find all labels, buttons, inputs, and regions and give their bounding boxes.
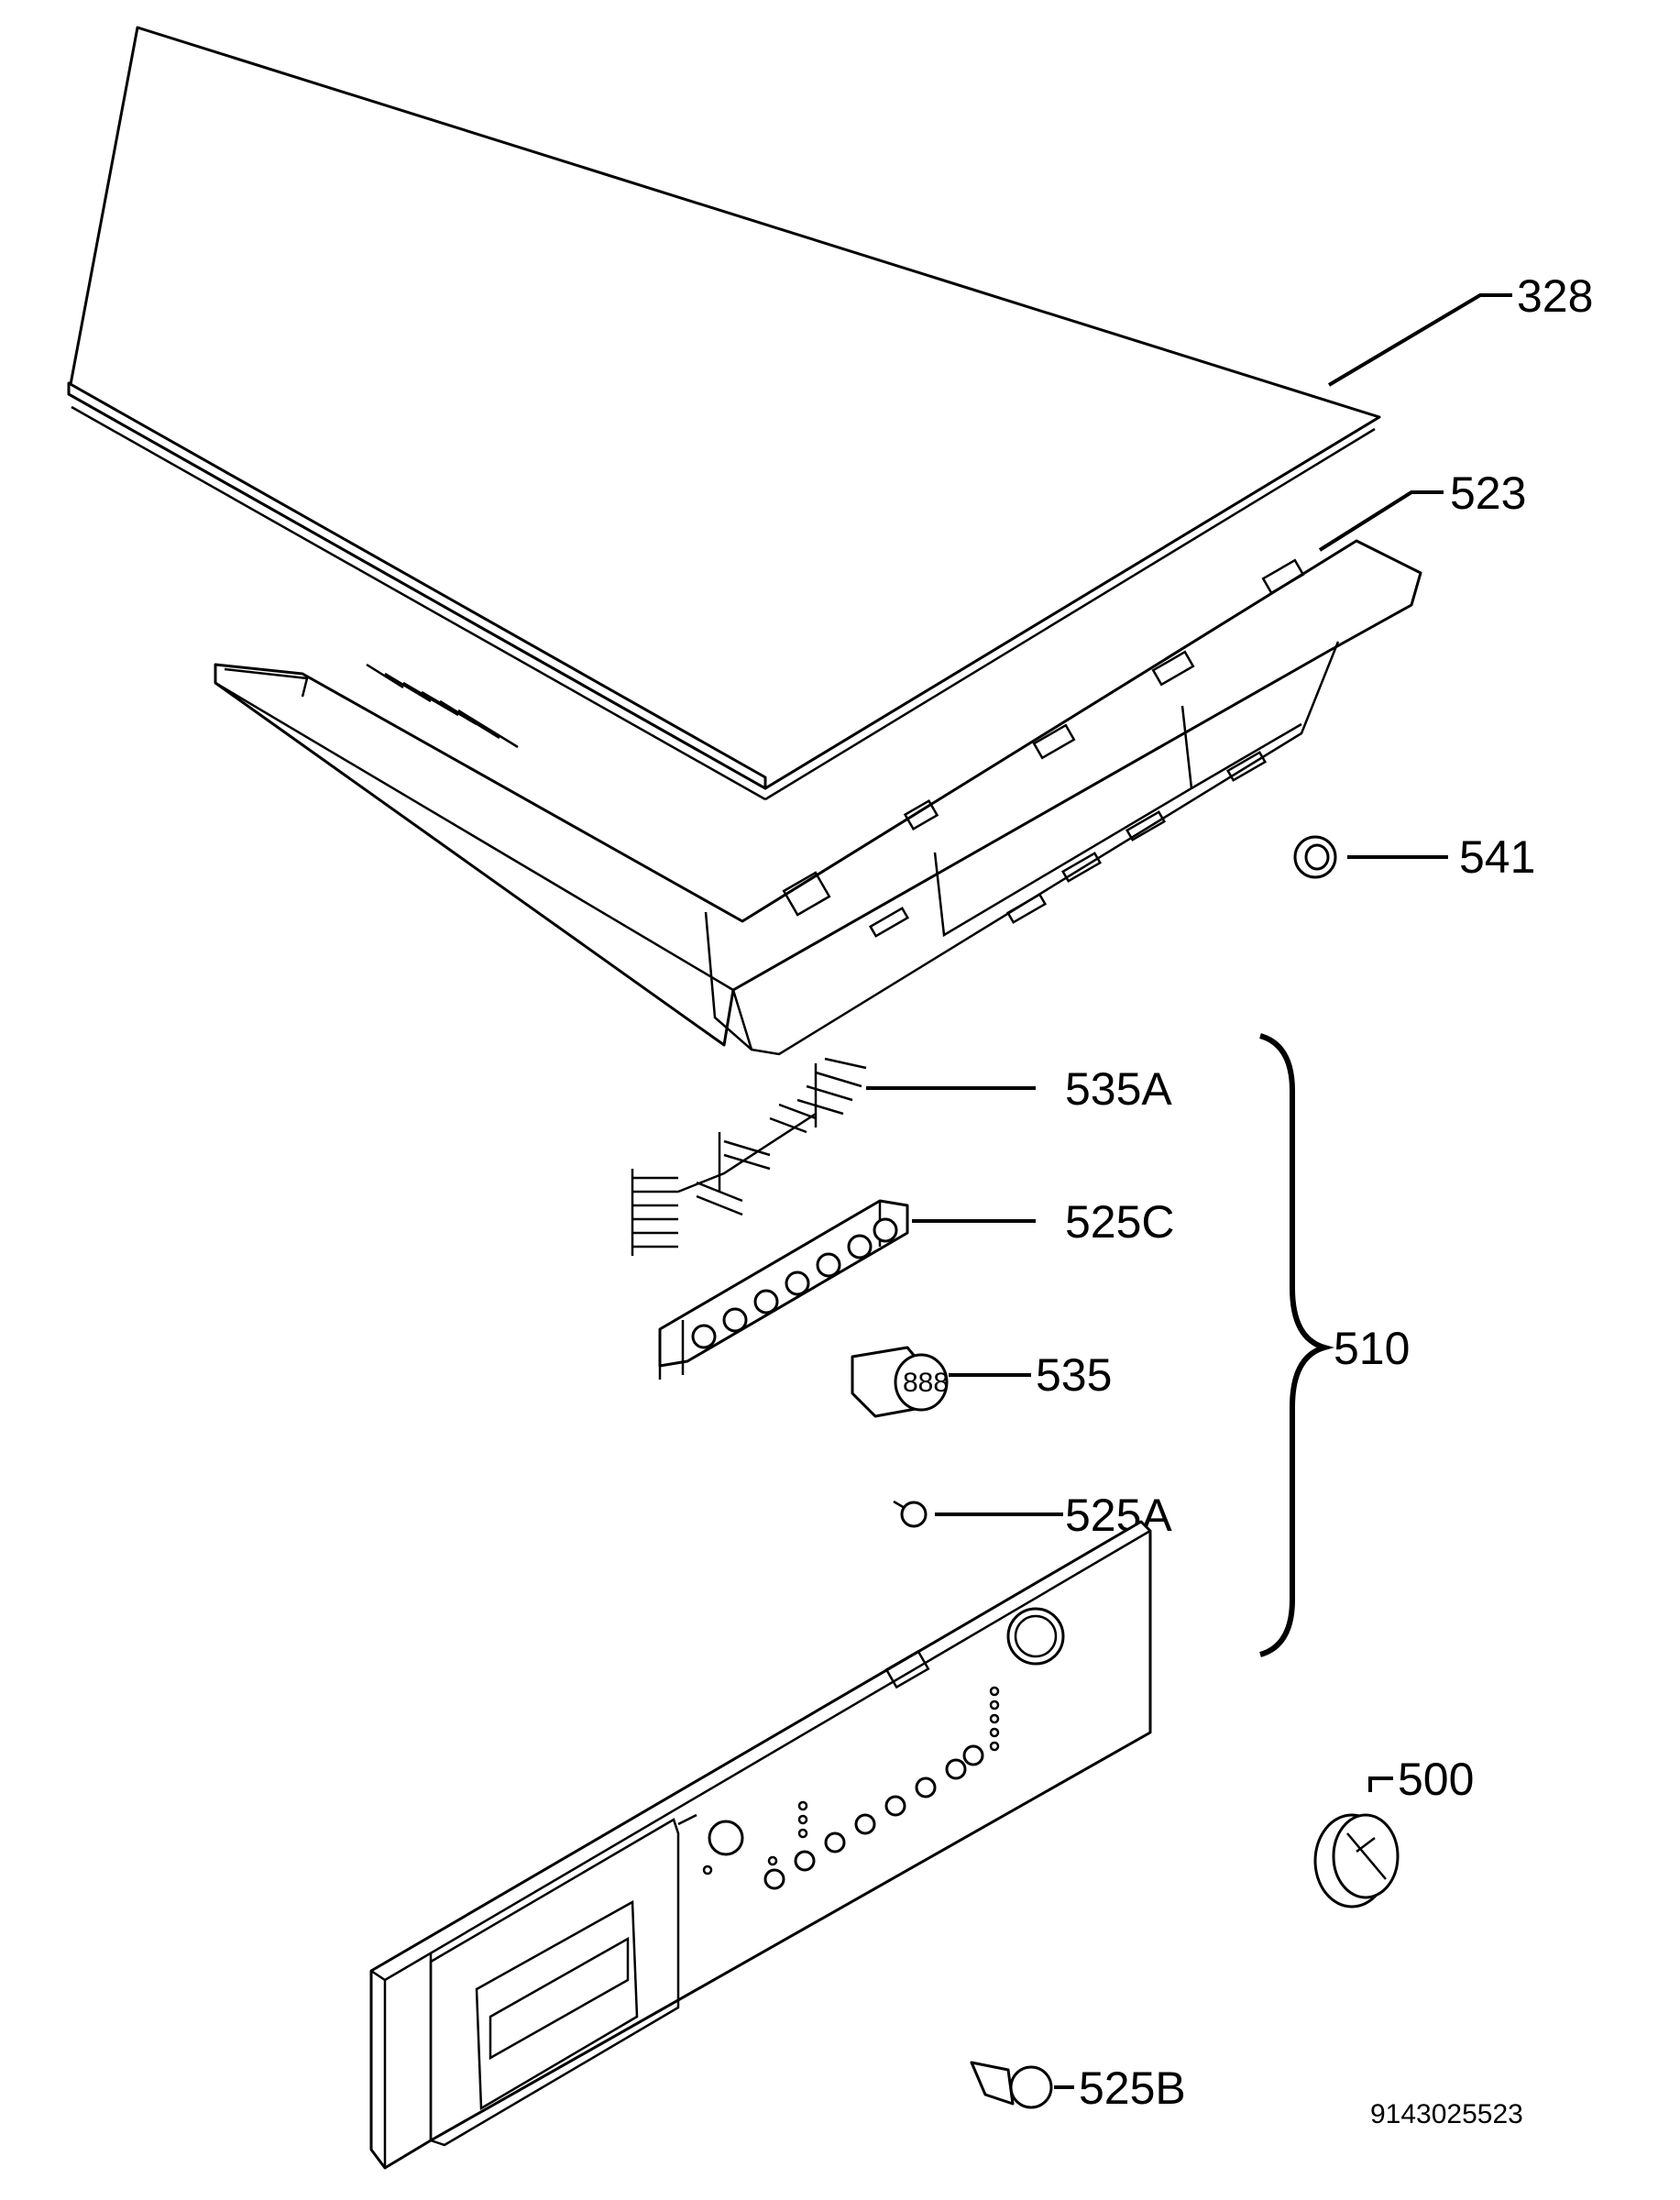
part-500-knob[interactable] xyxy=(1313,1813,1400,1908)
callout-541-label: 541 xyxy=(1459,831,1535,883)
callout-500: 500 xyxy=(1368,1754,1474,1805)
part-535-display[interactable]: 888 xyxy=(851,1346,949,1418)
bracket-510: 510 xyxy=(1259,1033,1410,1657)
callout-500-label: 500 xyxy=(1398,1754,1474,1805)
part-535A-light-pipes[interactable] xyxy=(631,1057,867,1256)
callout-525C-label: 525C xyxy=(1065,1196,1175,1248)
callout-328: 328 xyxy=(1327,270,1593,387)
callout-523: 523 xyxy=(1318,468,1526,552)
part-328-top-cover[interactable] xyxy=(67,26,1381,801)
part-541-ring[interactable] xyxy=(1293,835,1337,879)
callout-525A: 525A xyxy=(935,1490,1172,1541)
callout-525B: 525B xyxy=(1054,2062,1186,2114)
part-525A-button[interactable] xyxy=(893,1500,928,1528)
callout-535: 535 xyxy=(949,1349,1112,1401)
callout-535A-label: 535A xyxy=(1065,1063,1172,1115)
callout-535A: 535A xyxy=(866,1063,1172,1115)
part-525C-button-carrier[interactable] xyxy=(658,1199,909,1380)
callout-328-label: 328 xyxy=(1517,270,1593,322)
callout-525A-label: 525A xyxy=(1065,1490,1172,1541)
callout-510-label: 510 xyxy=(1334,1323,1410,1374)
callout-535-label: 535 xyxy=(1036,1349,1112,1401)
drawing-number: 9143025523 xyxy=(1370,2099,1523,2129)
part-523-frame[interactable] xyxy=(214,539,1422,1056)
frame-slots xyxy=(782,558,1305,938)
callout-523-label: 523 xyxy=(1450,468,1526,519)
fascia-controls xyxy=(702,1607,1065,1890)
display-digits: 888 xyxy=(903,1368,949,1398)
carrier-buttons xyxy=(691,1217,898,1349)
frame-vents xyxy=(366,663,519,749)
part-control-panel-fascia[interactable] xyxy=(369,1520,1152,2170)
callout-525C: 525C xyxy=(912,1196,1175,1248)
callout-525B-label: 525B xyxy=(1079,2062,1186,2114)
part-525B-button[interactable] xyxy=(970,2061,1053,2109)
callout-541: 541 xyxy=(1347,831,1535,883)
